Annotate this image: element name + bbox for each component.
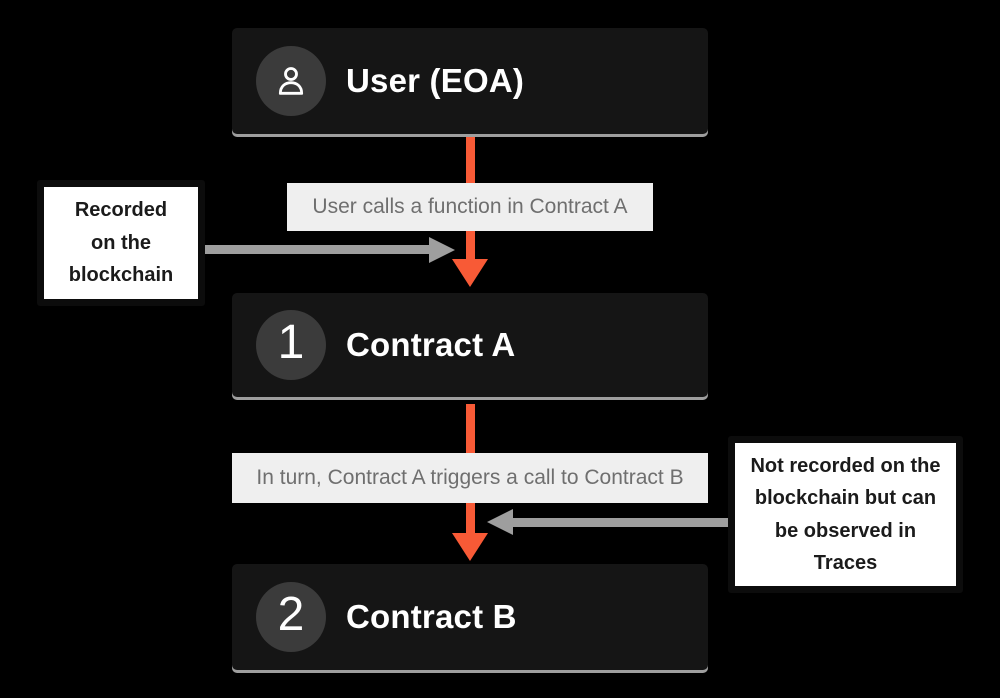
traces-note-arrow-shaft <box>512 518 728 527</box>
note-not-recorded-traces: Not recorded on the blockchain but can b… <box>728 436 963 593</box>
flow-arrow-2-shaft-lower <box>466 503 475 533</box>
node-user-title: User (EOA) <box>346 62 525 99</box>
recorded-note-arrowhead-icon <box>429 237 455 263</box>
node-contract-a-title: Contract A <box>346 326 516 363</box>
edge-label-call-2: In turn, Contract A triggers a call to C… <box>232 453 708 503</box>
flow-arrow-1-shaft-lower <box>466 231 475 259</box>
contract-a-step-number: 1 <box>277 316 305 369</box>
contract-a-step-circle: 1 <box>256 310 326 380</box>
user-avatar-circle <box>256 46 326 116</box>
node-contract-b: 2 Contract B <box>232 564 708 670</box>
flow-arrow-1-arrowhead-icon <box>452 259 488 287</box>
node-user-eoa: User (EOA) <box>232 28 708 134</box>
edge-label-call-1: User calls a function in Contract A <box>287 183 653 231</box>
flow-arrow-2-arrowhead-icon <box>452 533 488 561</box>
contract-b-step-number: 2 <box>277 588 305 641</box>
note-recorded-text: Recorded on the blockchain <box>68 199 174 287</box>
flow-arrow-1-shaft-upper <box>466 137 475 183</box>
flow-arrow-2-shaft-upper <box>466 404 475 453</box>
node-contract-a: 1 Contract A <box>232 293 708 397</box>
note-recorded-on-blockchain: Recorded on the blockchain <box>37 180 205 306</box>
note-not-recorded-text: Not recorded on the blockchain but can b… <box>750 454 941 574</box>
recorded-note-arrow-shaft <box>205 245 429 254</box>
traces-note-arrowhead-icon <box>487 509 513 535</box>
person-icon <box>278 67 304 95</box>
contract-b-step-circle: 2 <box>256 582 326 652</box>
node-contract-b-title: Contract B <box>346 598 517 635</box>
